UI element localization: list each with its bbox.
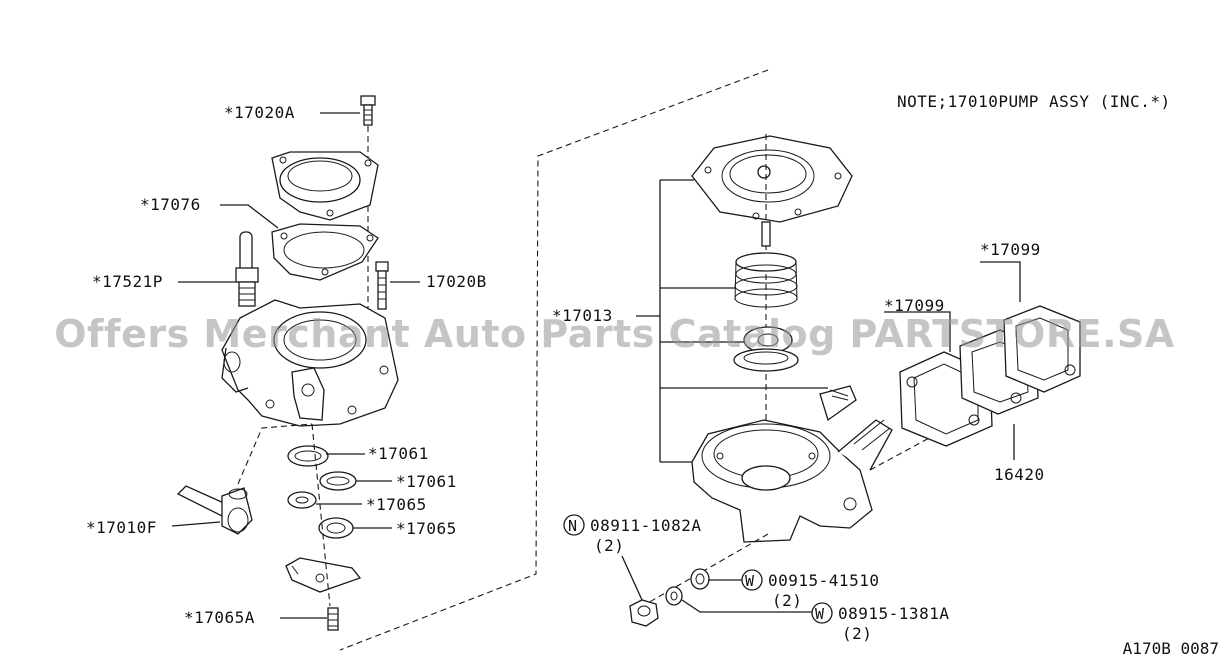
leader-washer2 bbox=[681, 599, 812, 613]
label-washer1-qty: (2) bbox=[772, 591, 802, 610]
washer2-prefix-circle bbox=[811, 602, 833, 624]
leader-17099-rear bbox=[980, 261, 1021, 302]
label-17076[interactable]: *17076 bbox=[140, 195, 201, 214]
stack-centerline bbox=[311, 423, 331, 607]
bracket-17013 bbox=[636, 179, 828, 463]
screw-17065a[interactable] bbox=[327, 607, 339, 631]
label-16420[interactable]: 16420 bbox=[994, 465, 1045, 484]
diaphragm-washer[interactable] bbox=[733, 348, 799, 372]
seal-ring-17061-upper[interactable] bbox=[287, 445, 329, 467]
nut-prefix-circle bbox=[563, 514, 585, 536]
label-washer2-part[interactable]: 08915-1381A bbox=[838, 604, 949, 623]
label-nut-qty: (2) bbox=[594, 536, 624, 555]
label-17521p[interactable]: *17521P bbox=[92, 272, 163, 291]
label-17065-lower[interactable]: *17065 bbox=[396, 519, 457, 538]
rocker-arm-link[interactable] bbox=[819, 385, 857, 422]
label-washer2-qty: (2) bbox=[842, 624, 872, 643]
label-17065-upper[interactable]: *17065 bbox=[366, 495, 427, 514]
nut-prefix: N bbox=[568, 517, 578, 535]
label-17020b[interactable]: 17020B bbox=[426, 272, 487, 291]
washer-08915-1381a[interactable] bbox=[665, 586, 683, 606]
valve-17065-upper[interactable] bbox=[287, 491, 317, 509]
leader-17010f bbox=[171, 521, 221, 527]
valve-17065-lower[interactable] bbox=[318, 517, 354, 539]
diagram-code: A170B 0087 bbox=[1122, 639, 1219, 658]
label-17013[interactable]: *17013 bbox=[552, 306, 613, 325]
diaphragm-rod[interactable] bbox=[761, 221, 771, 247]
gasket-17099-rear[interactable] bbox=[1003, 305, 1081, 393]
label-nut-part[interactable]: 08911-1082A bbox=[590, 516, 701, 535]
gasket-17076[interactable] bbox=[271, 223, 379, 281]
bolt-17020a[interactable] bbox=[360, 95, 376, 126]
label-17010f[interactable]: *17010F bbox=[86, 518, 157, 537]
upper-pump-body[interactable] bbox=[221, 299, 399, 427]
nut-08911-1082a[interactable] bbox=[629, 599, 659, 627]
label-17065aa[interactable]: *17065A bbox=[184, 608, 255, 627]
label-washer1-part[interactable]: 00915-41510 bbox=[768, 571, 879, 590]
lower-pump-body[interactable] bbox=[691, 419, 893, 543]
diaphragm-spring[interactable] bbox=[734, 252, 798, 308]
bolt-17020b[interactable] bbox=[375, 261, 389, 310]
assembly-note: NOTE;17010PUMP ASSY (INC.*) bbox=[897, 92, 1171, 111]
hardware-dashed-axis bbox=[645, 533, 769, 605]
label-17061-lower[interactable]: *17061 bbox=[396, 472, 457, 491]
leader-nut bbox=[621, 555, 643, 601]
seal-ring-17061-lower[interactable] bbox=[319, 471, 357, 491]
assembly-divider bbox=[339, 69, 769, 651]
leader-17076 bbox=[220, 204, 279, 229]
outlet-fitting-17010f[interactable] bbox=[176, 485, 253, 535]
fitting-dashed-connection bbox=[237, 423, 313, 485]
washer1-prefix: W bbox=[745, 572, 755, 590]
label-17099-front[interactable]: *17099 bbox=[884, 296, 945, 315]
top-cover[interactable] bbox=[271, 151, 379, 221]
diaphragm-17013[interactable] bbox=[691, 135, 853, 223]
washer2-prefix: W bbox=[815, 605, 825, 623]
washer-00915-41510[interactable] bbox=[690, 568, 710, 590]
label-17020a[interactable]: *17020A bbox=[224, 103, 295, 122]
fitting-17521p[interactable] bbox=[235, 231, 259, 307]
valve-retainer-plate[interactable] bbox=[285, 557, 362, 593]
washer1-prefix-circle bbox=[741, 569, 763, 591]
leader-17099-front bbox=[884, 311, 951, 352]
label-17099-rear[interactable]: *17099 bbox=[980, 240, 1041, 259]
label-17061-upper[interactable]: *17061 bbox=[368, 444, 429, 463]
